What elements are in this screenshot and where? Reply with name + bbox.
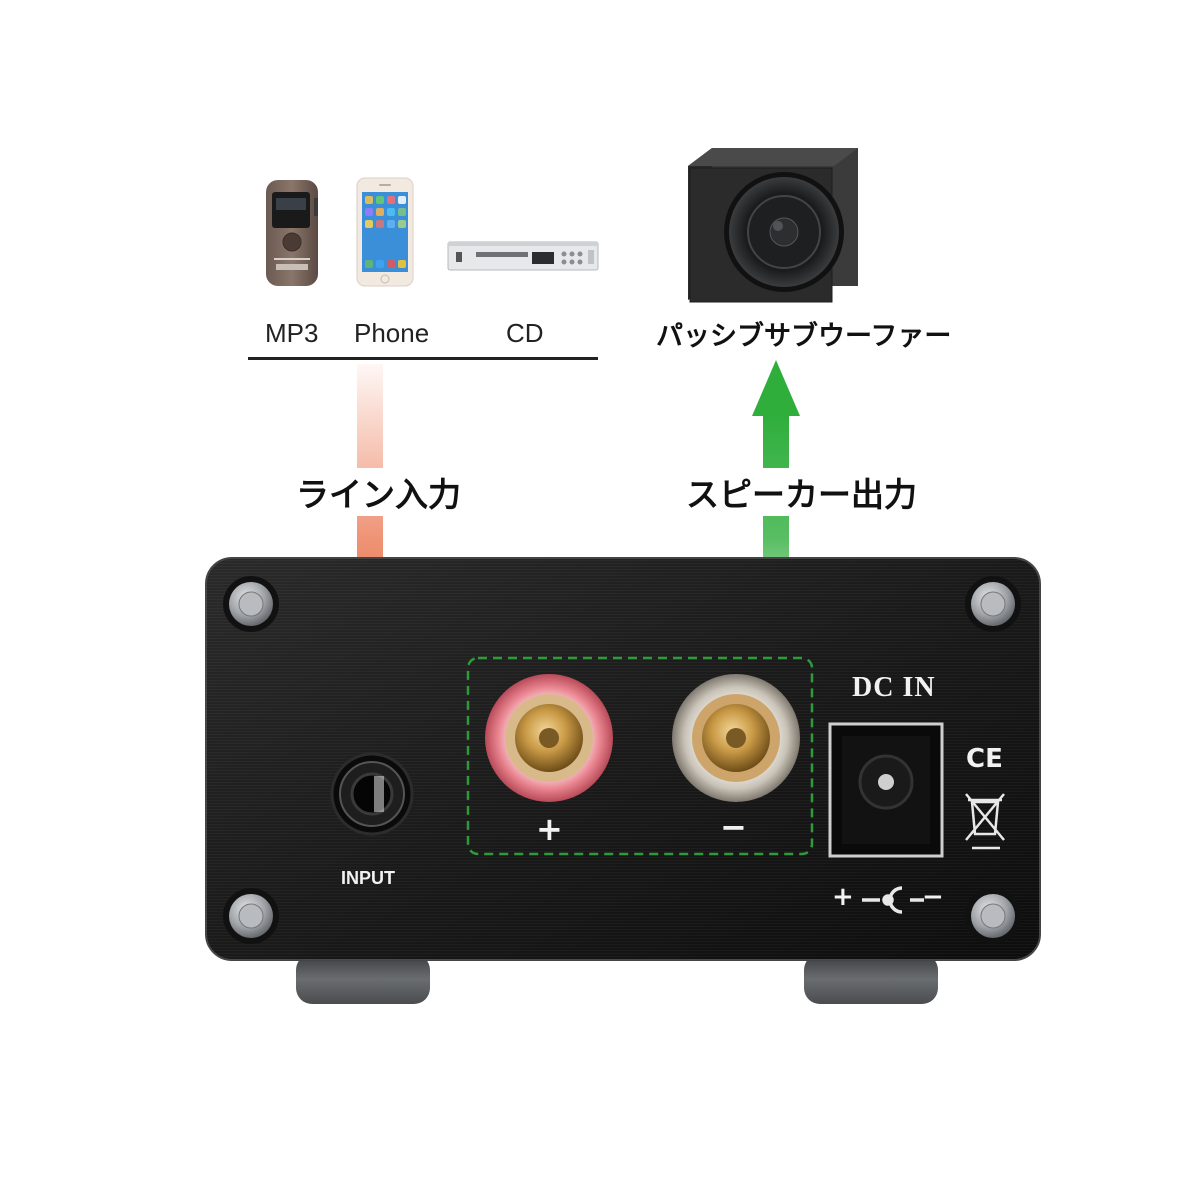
subwoofer-image xyxy=(688,148,858,303)
speaker-output-label: スピーカー出力 xyxy=(684,468,919,516)
plus-terminal-label: + xyxy=(536,810,563,848)
input-jack-label: INPUT xyxy=(341,868,395,888)
sources-divider xyxy=(248,357,598,360)
polarity-plus-label: + xyxy=(832,882,854,912)
minus-terminal-label: − xyxy=(720,808,747,846)
polarity-minus-label: − xyxy=(922,882,944,912)
speaker-label: パッシブサブウーファー xyxy=(656,321,952,352)
line-input-label: ライン入力 xyxy=(294,468,463,516)
phone-label: Phone xyxy=(354,318,430,348)
dc-in-label: DC IN xyxy=(852,672,936,703)
mp3-player-image xyxy=(266,180,318,286)
cd-player-image xyxy=(447,241,599,271)
cd-label: CD xyxy=(506,318,544,348)
ce-mark: CE xyxy=(966,744,1003,774)
mp3-label: MP3 xyxy=(265,318,319,348)
amplifier-panel xyxy=(205,557,1041,1004)
phone-image xyxy=(356,177,414,287)
